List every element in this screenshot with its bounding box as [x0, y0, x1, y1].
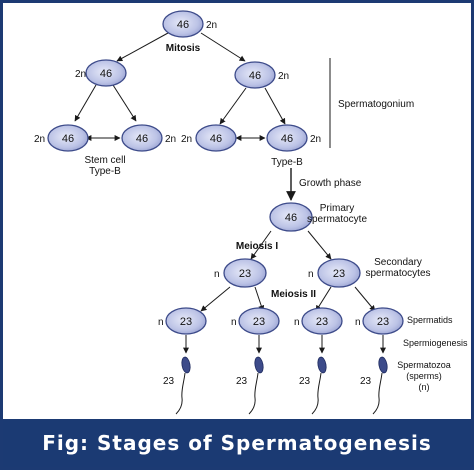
sperm-number: 23 [163, 376, 175, 387]
ploidy-label: 2n [75, 69, 86, 80]
sperm-icon [248, 356, 264, 415]
division-arrows [74, 32, 386, 354]
arrow-primary-to-left [250, 230, 272, 260]
svg-text:23: 23 [180, 316, 192, 328]
cell: 23 [238, 307, 280, 335]
cell: 46 [269, 202, 313, 232]
stage-labels: Mitosis Spermatogonium Stem cell Type-B … [84, 43, 468, 392]
svg-text:46: 46 [136, 133, 148, 145]
svg-text:23: 23 [253, 316, 265, 328]
spermatogonium-label: Spermatogonium [338, 99, 414, 110]
ploidy-label: n [308, 269, 314, 280]
spermatozoa-label-1: Spermatozoa [397, 360, 451, 370]
ploidy-labels: 2n 2n 2n 2n 2n 2n 2n n n n n n n [34, 20, 361, 328]
arrow-top-to-right [200, 32, 246, 62]
arrow-secright-to-4 [354, 286, 376, 312]
cell: 23 [362, 307, 404, 335]
secondary-label-2: spermatocytes [365, 268, 430, 279]
sperm-number: 23 [360, 376, 372, 387]
cell: 46 [47, 124, 89, 152]
svg-text:46: 46 [281, 133, 293, 145]
ploidy-label: 2n [278, 71, 289, 82]
ploidy-label: n [231, 317, 237, 328]
svg-text:46: 46 [285, 212, 297, 224]
svg-text:23: 23 [377, 316, 389, 328]
caption-bar: Fig: Stages of Spermatogenesis [3, 419, 471, 467]
stem-cell-label: Stem cell [84, 155, 125, 166]
spermatozoa-label-3: (n) [419, 382, 430, 392]
arrow-secleft-to-2 [254, 286, 265, 312]
cell: 23 [301, 307, 343, 335]
arrow-secleft-to-1 [200, 286, 231, 312]
meiosis-2-label: Meiosis II [271, 289, 316, 300]
mitosis-label: Mitosis [166, 43, 201, 54]
growth-phase-label: Growth phase [299, 178, 362, 189]
svg-text:23: 23 [333, 268, 345, 280]
sperm-group [175, 356, 388, 415]
arrow-top-to-left [116, 32, 169, 62]
cell: 46 [121, 124, 163, 152]
primary-label-1: Primary [320, 203, 354, 214]
arrow-secright-to-3 [315, 286, 332, 312]
ploidy-label: n [355, 317, 361, 328]
svg-text:46: 46 [210, 133, 222, 145]
cell: 23 [223, 258, 267, 288]
sperm-number: 23 [299, 376, 311, 387]
cell: 46 [234, 61, 276, 89]
arrow-left-to-typeb [112, 84, 137, 122]
svg-text:46: 46 [177, 19, 189, 31]
svg-text:46: 46 [249, 70, 261, 82]
ploidy-label: 2n [181, 134, 192, 145]
sperm-icon [175, 356, 191, 415]
svg-text:23: 23 [316, 316, 328, 328]
cell: 46 [195, 124, 237, 152]
ploidy-label: n [294, 317, 300, 328]
type-b-label: Type-B [271, 157, 303, 168]
cell: 23 [317, 258, 361, 288]
meiosis-1-label: Meiosis I [236, 241, 278, 252]
secondary-label-1: Secondary [374, 257, 422, 268]
spermatozoa-label-2: (sperms) [406, 371, 442, 381]
svg-text:46: 46 [100, 68, 112, 80]
cell: 46 [162, 10, 204, 38]
sperm-icon [311, 356, 327, 415]
ploidy-label: 2n [206, 20, 217, 31]
ploidy-label: 2n [310, 134, 321, 145]
sperm-number: 23 [236, 376, 248, 387]
cell: 46 [85, 59, 127, 87]
sperm-number-labels: 23 23 23 23 [163, 376, 372, 387]
ploidy-label: n [158, 317, 164, 328]
sperm-icon [372, 356, 388, 415]
arrow-right-to-typeb [264, 87, 286, 125]
svg-text:46: 46 [62, 133, 74, 145]
ploidy-label: 2n [165, 134, 176, 145]
arrow-left-to-stem [74, 84, 97, 122]
cell: 46 [266, 124, 308, 152]
primary-label-2: spermatocyte [307, 214, 367, 225]
ploidy-label: n [214, 269, 220, 280]
arrow-primary-to-right [307, 230, 332, 260]
spermatids-label: Spermatids [407, 315, 453, 325]
ploidy-label: 2n [34, 134, 45, 145]
spermiogenesis-label: Spermiogenesis [403, 338, 468, 348]
arrow-right-to-left [219, 87, 247, 125]
figure-caption: Fig: Stages of Spermatogenesis [42, 431, 432, 455]
spermatogenesis-diagram: 46 46 46 46 46 46 46 46 [34, 10, 468, 415]
svg-text:23: 23 [239, 268, 251, 280]
cell: 23 [165, 307, 207, 335]
stem-cell-type-label: Type-B [89, 166, 121, 177]
